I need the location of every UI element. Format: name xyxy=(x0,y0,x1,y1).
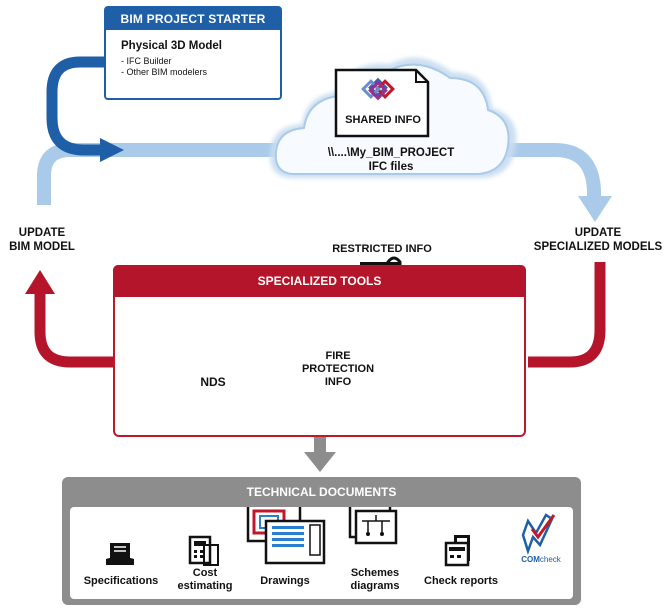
bim-project-starter-box: BIM PROJECT STARTER Physical 3D Model - … xyxy=(104,6,282,100)
starter-title: Physical 3D Model xyxy=(121,40,222,52)
calculator-icon xyxy=(188,535,219,566)
book-icon xyxy=(106,543,134,565)
doc-specifications-label: Specifications xyxy=(83,575,159,587)
doc-drawings: Drawings xyxy=(250,575,320,588)
gray-arrow-head xyxy=(304,452,336,472)
doc-cost-line1: Cost xyxy=(192,567,218,579)
shared-info-label: SHARED INFO xyxy=(345,114,421,126)
tech-icons xyxy=(106,507,556,567)
schemes-icon xyxy=(348,507,398,545)
doc-check-reports: Check reports xyxy=(418,575,504,588)
tech-inner-panel: Specifications Cost estimating Drawings … xyxy=(70,507,573,599)
starter-bullet-other-modelers: - Other BIM modelers xyxy=(121,67,208,77)
nds-label: NDS xyxy=(200,375,226,389)
restricted-info-label: RESTRICTED INFO xyxy=(332,243,432,255)
technical-documents-box: TECHNICAL DOCUMENTS xyxy=(62,477,581,605)
gray-arrow-shaft xyxy=(314,437,326,455)
update-bim-line2: BIM MODEL xyxy=(9,241,75,253)
doc-specifications: Specifications xyxy=(78,575,164,588)
update-specialized-line1: UPDATE xyxy=(574,227,622,239)
arrow-up-left xyxy=(25,270,55,294)
doc-cost-line2: estimating xyxy=(177,580,233,592)
starter-curve xyxy=(46,56,106,156)
shared-path-line1: \\....\My_BIM_PROJECT xyxy=(327,147,455,159)
doc-schemes-line1: Schemes xyxy=(350,567,400,579)
update-bim-line1: UPDATE xyxy=(18,227,66,239)
comcheck-bold: COM xyxy=(521,555,540,564)
arrow-right-blue xyxy=(100,138,124,162)
red-loop-line xyxy=(528,262,606,368)
fire-line3: INFO xyxy=(324,376,352,388)
tools-header: SPECIALIZED TOOLS xyxy=(113,265,526,297)
starter-header: BIM PROJECT STARTER xyxy=(106,8,280,30)
comcheck-logo-text: COMcheck xyxy=(514,555,568,564)
fire-line1: FIRE xyxy=(325,350,351,362)
doc-schemes-diagrams: Schemes diagrams xyxy=(340,567,410,593)
shared-loop-line xyxy=(37,143,601,205)
shared-path-line2: IFC files xyxy=(368,161,414,173)
check-reports-icon xyxy=(444,535,470,567)
tech-header: TECHNICAL DOCUMENTS xyxy=(246,485,397,499)
update-specialized-line2: SPECIALIZED MODELS xyxy=(533,241,663,253)
drawings-icon xyxy=(246,507,326,565)
comcheck-logo-icon xyxy=(521,513,556,555)
doc-check-reports-label: Check reports xyxy=(424,575,498,587)
red-loop-left xyxy=(34,290,113,368)
shared-doc-icon xyxy=(334,68,430,138)
arrow-down-right xyxy=(578,196,612,222)
fire-line2: PROTECTION xyxy=(301,363,375,375)
update-specialized-label: UPDATE SPECIALIZED MODELS xyxy=(530,226,666,254)
doc-cost-estimating: Cost estimating xyxy=(170,567,240,593)
doc-schemes-line2: diagrams xyxy=(350,580,400,592)
specialized-tools-box: SPECIALIZED TOOLS xyxy=(113,265,526,437)
fire-protection-label: FIRE PROTECTION INFO xyxy=(290,350,386,389)
comcheck-rest: check xyxy=(539,555,561,564)
starter-bullet-ifc-builder: - IFC Builder xyxy=(121,56,172,66)
doc-drawings-label: Drawings xyxy=(260,575,310,587)
update-bim-label: UPDATE BIM MODEL xyxy=(0,226,84,254)
